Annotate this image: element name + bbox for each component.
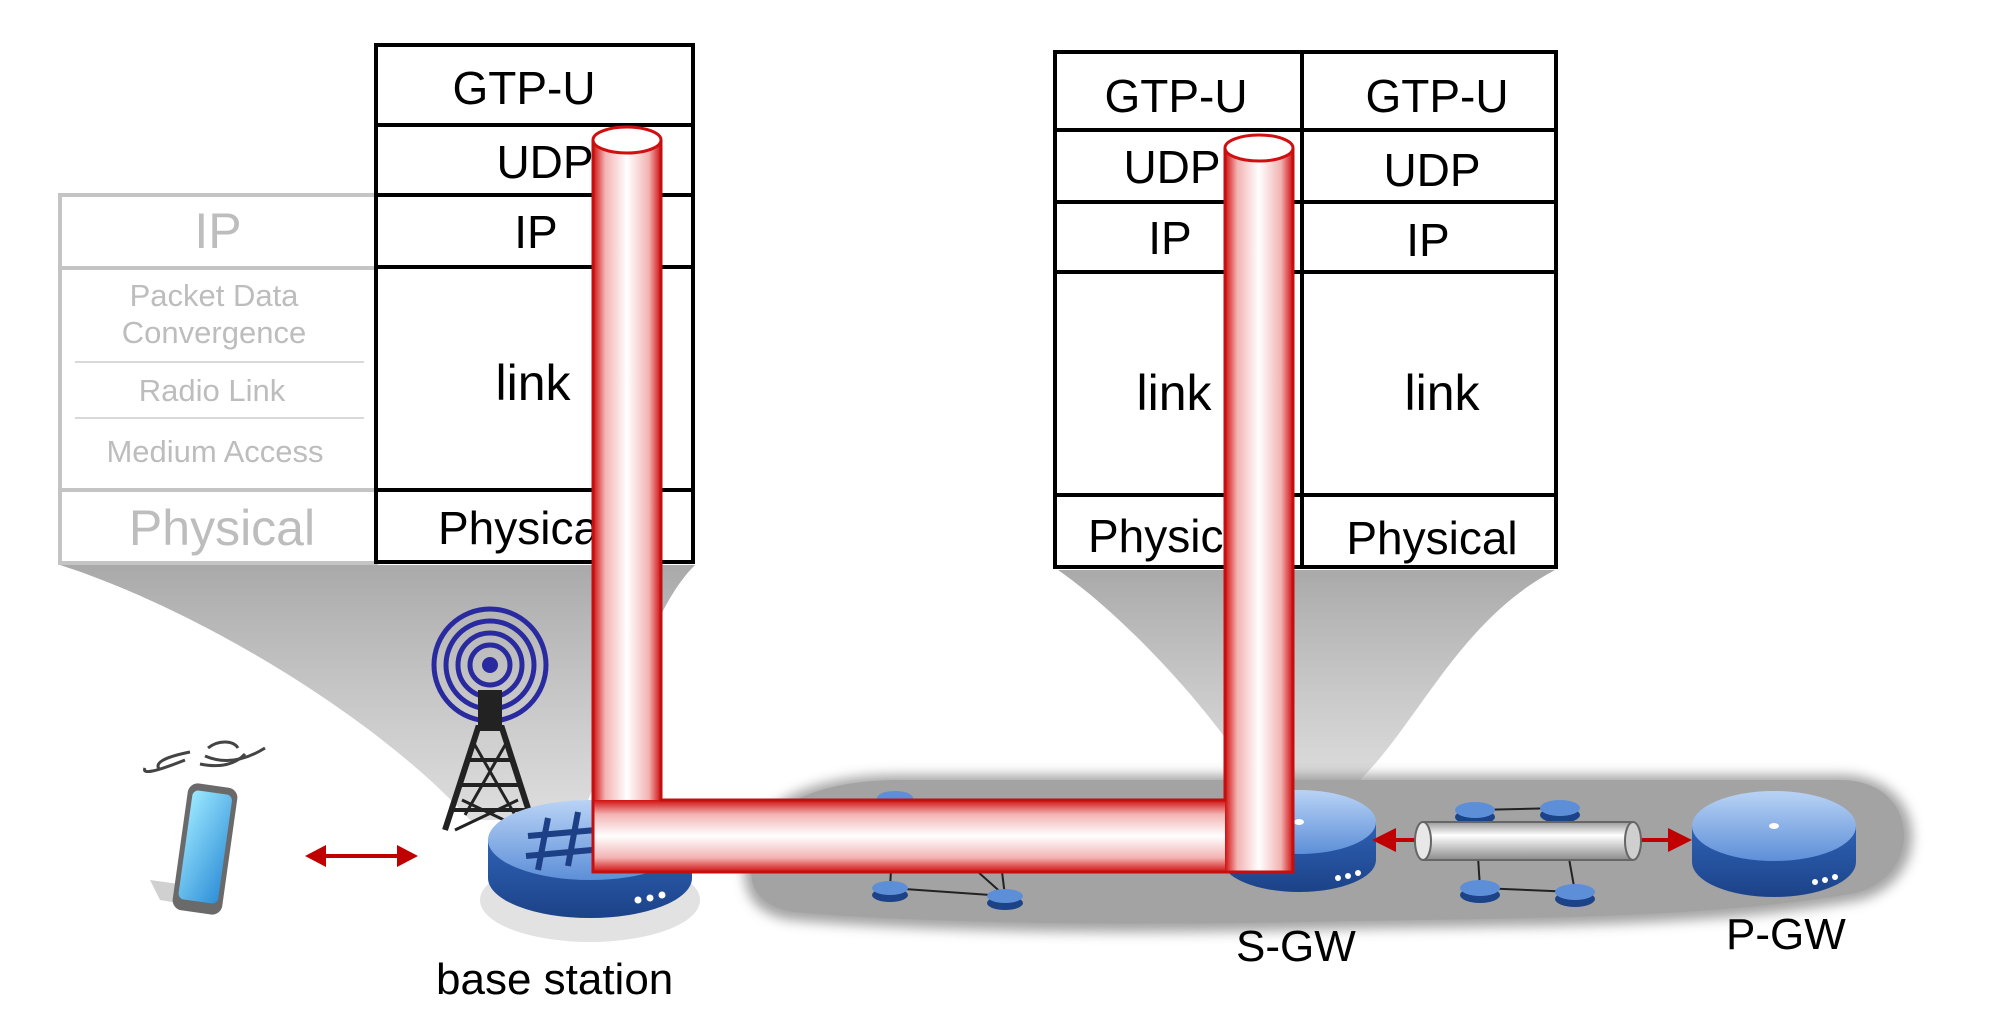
antenna-tower-icon [431,606,549,832]
base-station-label: base station [436,955,674,1004]
sgw-right-gtp-label: GTP-U [1365,70,1508,122]
sgw-left-gtp-label: GTP-U [1104,70,1247,122]
ue-radio-link-label: Radio Link [139,373,286,408]
core-router-mesh [872,791,1595,910]
sgw-right-physical-label: Physical [1346,512,1517,564]
bs-udp-label: UDP [496,136,593,188]
sgw-left-ip-label: IP [1148,212,1191,264]
sgw-protocol-stack-right: GTP-U UDP IP link Physical [1300,50,1558,569]
mini-router-icon [1555,884,1595,907]
sgw-pgw-link-arrow [1372,821,1692,861]
sgw-right-link-label: link [1404,365,1480,421]
sgw-left-udp-label: UDP [1123,141,1220,193]
ue-ip-label: IP [194,203,241,259]
bs-callout-shadow [60,565,695,820]
ue-medium-access-label: Medium Access [106,434,323,469]
bs-link-label: link [495,355,571,411]
smartphone-icon [143,740,266,915]
sgw-label: S-GW [1236,922,1356,971]
mini-router-icon [1540,800,1580,823]
ue-bs-radio-arrow [305,845,418,867]
ue-pdcp-label-2: Convergence [122,315,306,350]
bs-ip-label: IP [514,206,557,258]
mini-router-icon [1460,880,1500,903]
ue-pdcp-label-1: Packet Data [130,278,300,313]
mini-router-icon [872,881,908,902]
ue-protocol-stack: IP Packet Data Convergence Radio Link Me… [58,193,378,565]
bs-physical-label: Physical [438,502,609,554]
pgw-label: P-GW [1726,910,1846,959]
sgw-right-ip-label: IP [1406,214,1449,266]
sgw-right-udp-label: UDP [1383,144,1480,196]
sgw-left-link-label: link [1136,365,1212,421]
sgw-callout-shadow [1058,570,1555,790]
mini-router-icon [987,889,1023,910]
bs-gtp-label: GTP-U [452,62,595,114]
gtp-tunnel-pipe [591,125,1295,874]
pgw-router-icon [1692,791,1856,897]
ue-physical-label: Physical [129,500,315,556]
